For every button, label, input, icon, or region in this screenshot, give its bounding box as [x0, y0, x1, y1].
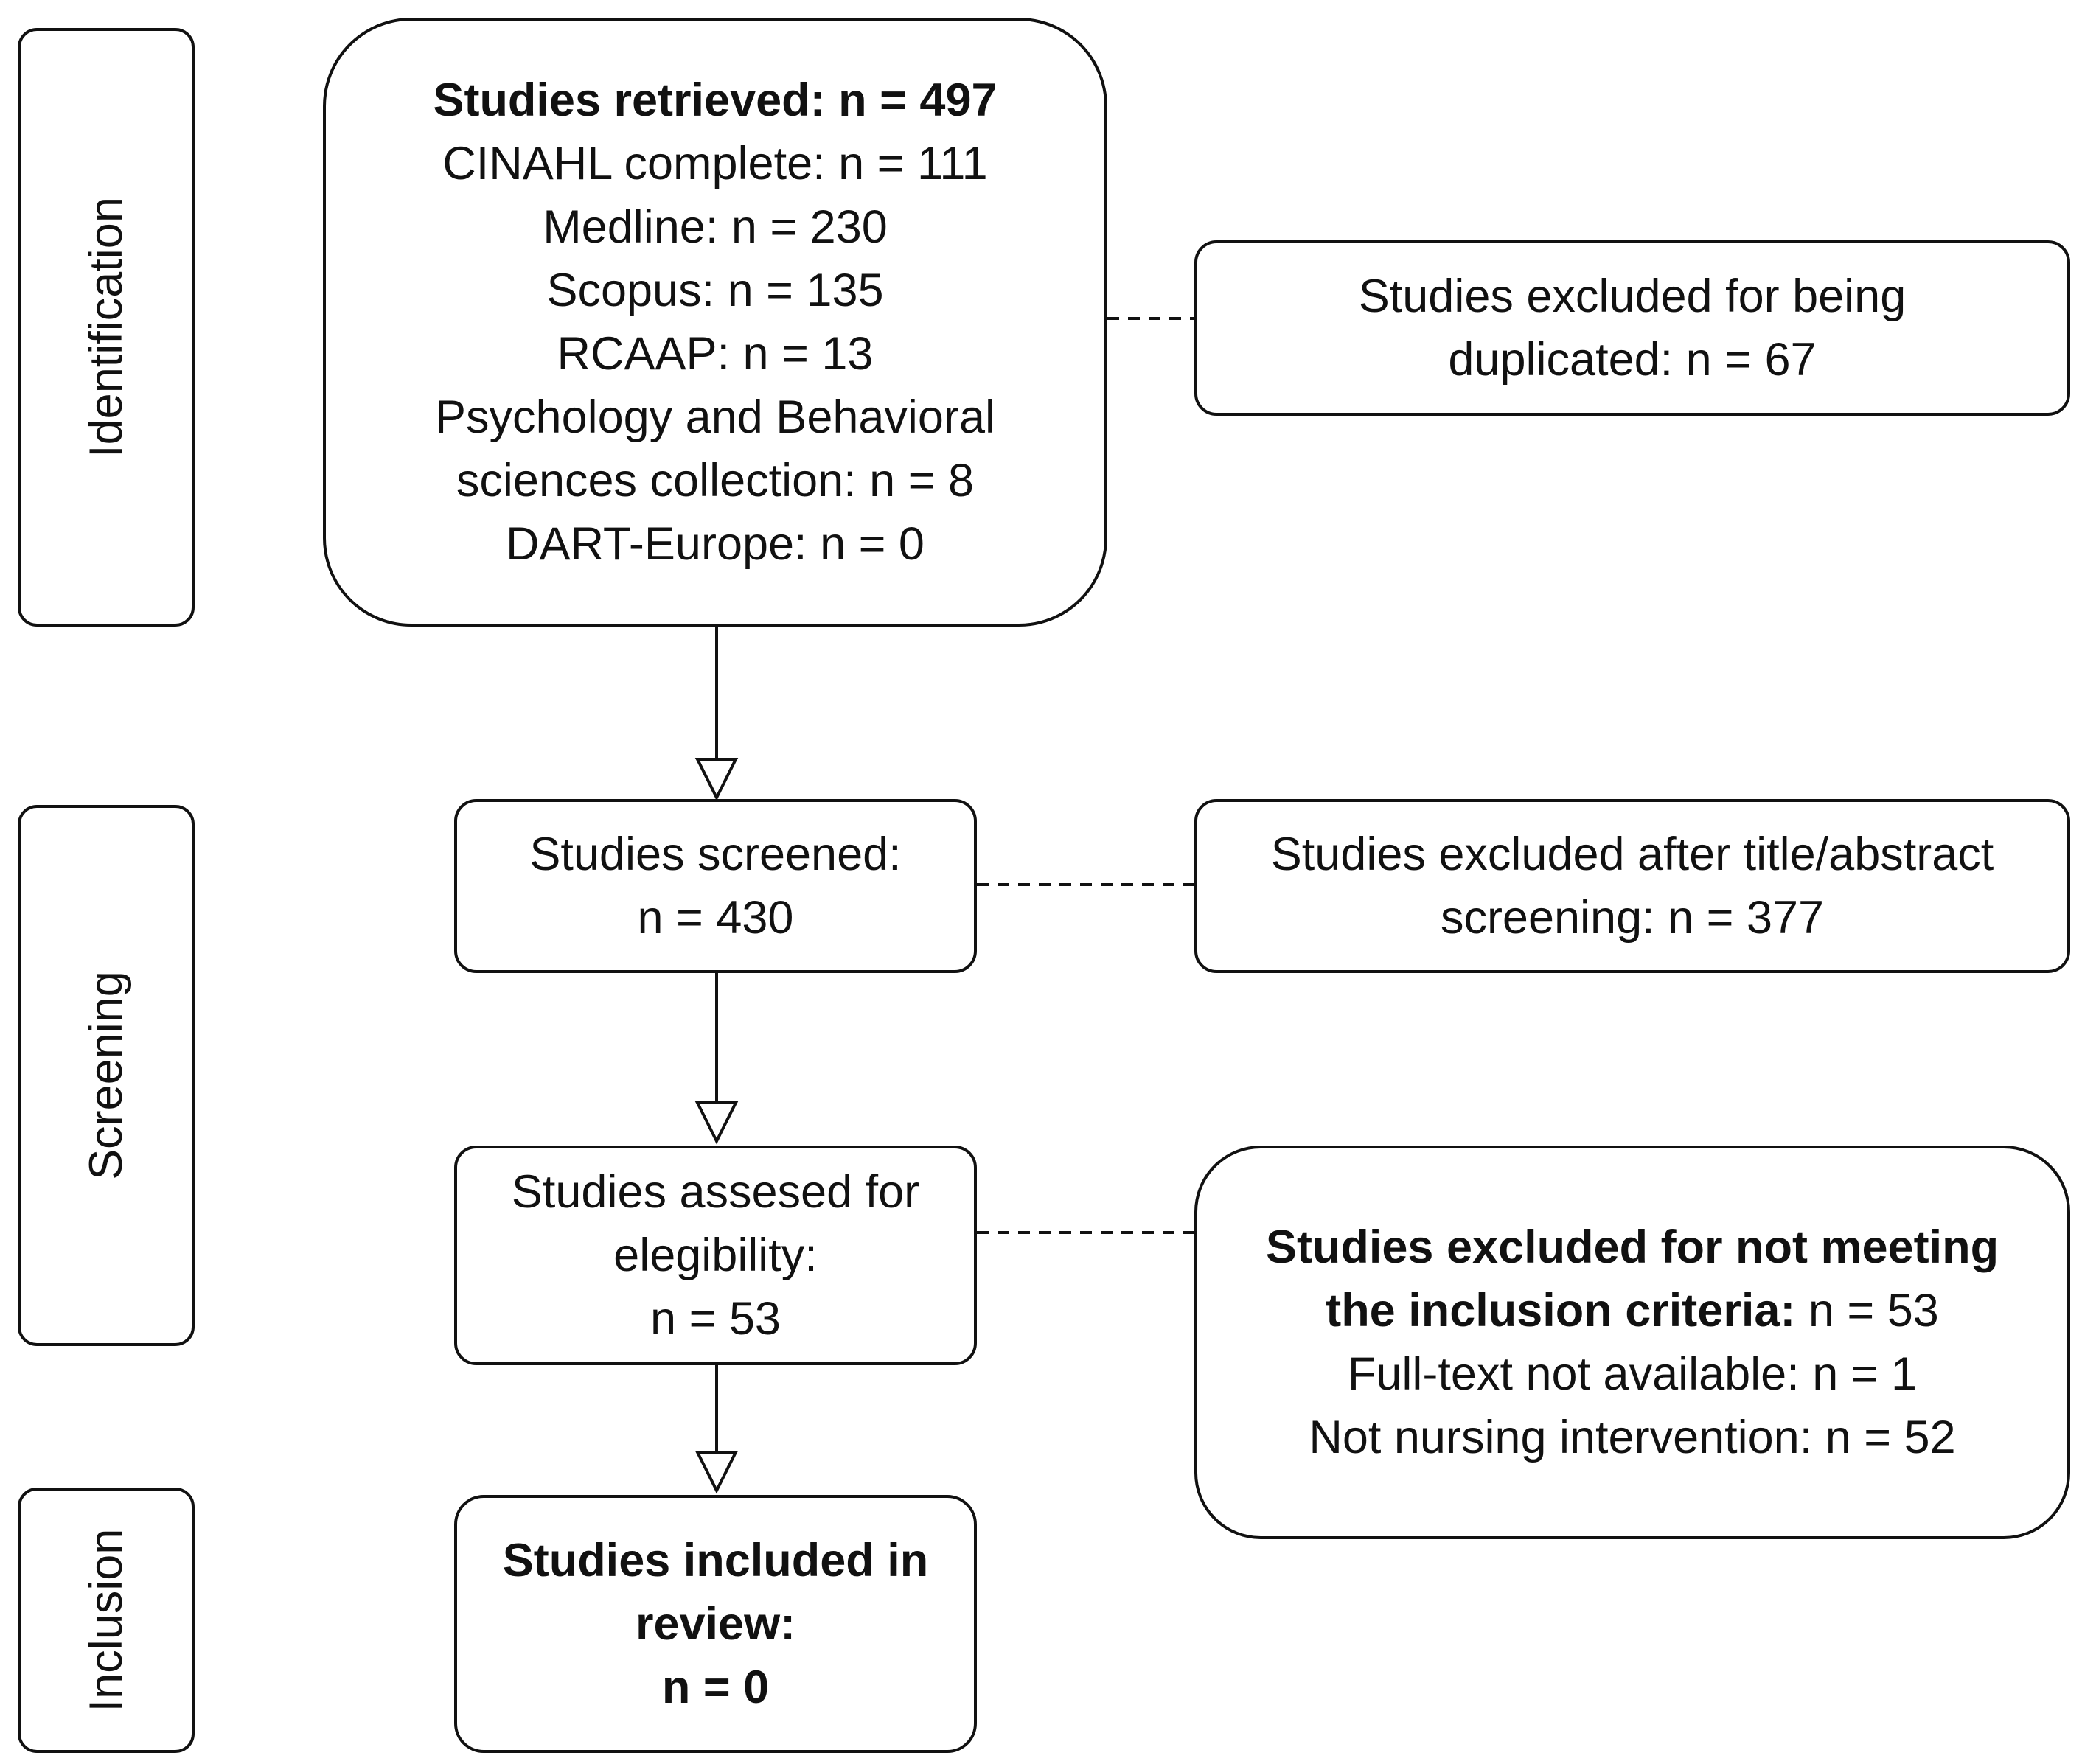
duplicates-line1: Studies excluded for being: [1358, 271, 1907, 322]
criteria-line2: the inclusion criteria: n = 53: [1326, 1279, 1939, 1342]
eligibility-line2: elegibility:: [613, 1230, 818, 1281]
source-cinahl: CINAHL complete: n = 111: [442, 138, 988, 189]
box-studies-screened: Studies screened: n = 430: [454, 799, 977, 973]
included-line3: n = 0: [661, 1662, 770, 1713]
screened-line2: n = 430: [637, 892, 794, 944]
box-assessed-eligibility: Studies assesed for elegibility: n = 53: [454, 1146, 977, 1365]
duplicates-line2: duplicated: n = 67: [1448, 334, 1817, 386]
box-excluded-duplicates: Studies excluded for being duplicated: n…: [1194, 240, 2070, 416]
box-excluded-title-abstract: Studies excluded after title/abstract sc…: [1194, 799, 2070, 973]
included-line1: Studies included in: [502, 1535, 929, 1586]
source-psychology-line1: Psychology and Behavioral: [435, 391, 995, 443]
source-psychology-line2: sciences collection: n = 8: [456, 455, 975, 506]
criteria-line2-count: n = 53: [1795, 1285, 1939, 1336]
eligibility-line1: Studies assesed for: [511, 1166, 920, 1218]
arrowhead-eligibility: [694, 1101, 739, 1145]
criteria-not-nursing: Not nursing intervention: n = 52: [1309, 1412, 1956, 1463]
arrowhead-screened: [694, 758, 739, 801]
box-studies-included: Studies included in review: n = 0: [454, 1495, 977, 1753]
source-rcaap: RCAAP: n = 13: [557, 328, 874, 380]
box-studies-retrieved: Studies retrieved: n = 497 CINAHL comple…: [323, 18, 1107, 627]
phase-screening: Screening: [18, 805, 195, 1346]
criteria-line1: Studies excluded for not meeting: [1265, 1221, 1999, 1273]
box-excluded-criteria: Studies excluded for not meeting the inc…: [1194, 1146, 2070, 1539]
criteria-line2-bold: the inclusion criteria:: [1326, 1285, 1796, 1336]
phase-inclusion: Inclusion: [18, 1488, 195, 1753]
eligibility-line3: n = 53: [650, 1293, 781, 1345]
criteria-fulltext: Full-text not available: n = 1: [1347, 1348, 1918, 1400]
arrowhead-included: [694, 1451, 739, 1494]
retrieved-title: Studies retrieved: n = 497: [433, 74, 998, 126]
excluded-title-line1: Studies excluded after title/abstract: [1270, 829, 1994, 880]
excluded-title-line2: screening: n = 377: [1440, 892, 1825, 944]
included-line2: review:: [635, 1598, 796, 1650]
source-dart-europe: DART-Europe: n = 0: [506, 518, 925, 570]
screened-line1: Studies screened:: [529, 829, 902, 880]
source-scopus: Scopus: n = 135: [546, 265, 884, 316]
phase-identification: Identification: [18, 28, 195, 627]
source-medline: Medline: n = 230: [543, 201, 888, 253]
